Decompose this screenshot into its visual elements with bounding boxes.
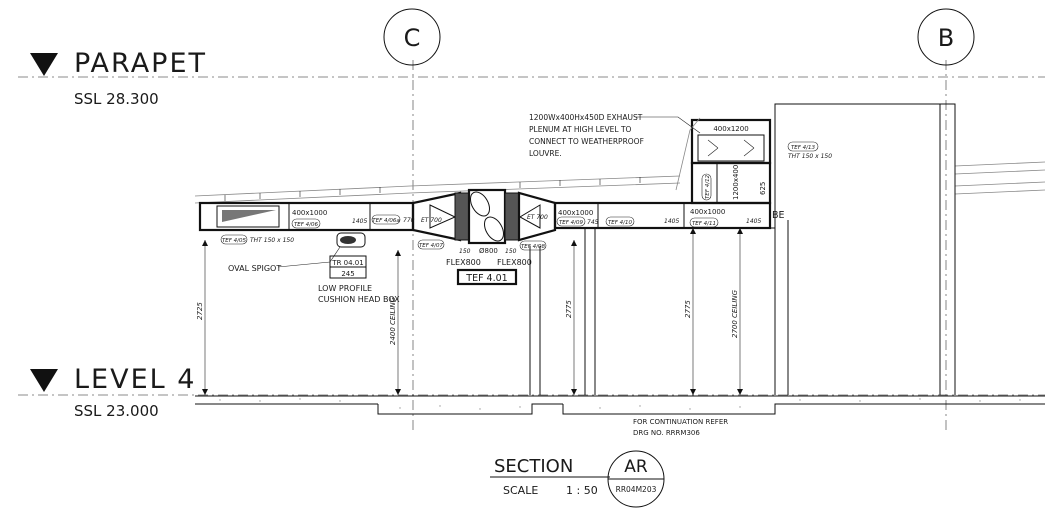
scale-label: SCALE — [503, 484, 538, 497]
tag-tef-406a: TEF 4/06a — [372, 218, 400, 224]
tag-tef-410: TEF 4/10 — [608, 220, 633, 226]
section-ref: AR — [624, 457, 648, 477]
section-title: SECTION — [494, 456, 573, 477]
level4-level-name: LEVEL 4 — [74, 364, 196, 395]
tr-value: 245 — [341, 270, 354, 278]
parapet-ssl: SSL 28.300 — [74, 90, 159, 108]
tag-tef-405: TEF 4/05 — [222, 238, 247, 244]
tag-tef-408: TEF 4/08 — [521, 244, 546, 250]
plenum-size: 400x1200 — [713, 125, 748, 133]
et700-right: ET 700 — [527, 214, 548, 221]
val-1405-a: 1405 — [352, 218, 367, 225]
val-1405-b: 1405 — [664, 218, 679, 225]
duct-size-3: 400x1000 — [690, 208, 725, 216]
tag-tef-412: TEF 4/12 — [705, 174, 711, 199]
tr-tag: TR 04.01 — [331, 259, 363, 267]
exhaust-duct-run — [198, 117, 772, 245]
head-box-note-line-2: CUSHION HEAD BOX — [318, 295, 400, 304]
parapet-level-marker-icon — [30, 53, 58, 76]
tht-right: THT 150 x 150 — [788, 153, 832, 160]
level4-ssl: SSL 23.000 — [74, 402, 159, 420]
flex-right: FLEX800 — [497, 258, 532, 267]
grid-bubble-c — [383, 8, 441, 66]
roof-structure — [194, 161, 1046, 204]
et700-left: ET 700 — [421, 217, 442, 224]
dim-2400-ceiling: 2400 CEILING — [389, 296, 397, 345]
continuation-note-line-2: DRG NO. RRRM306 — [633, 429, 700, 437]
drawing-number: RR04M203 — [616, 485, 657, 494]
head-box-note-line-1: LOW PROFILE — [318, 284, 372, 293]
duct-size-2: 400x1000 — [558, 209, 593, 217]
tag-tef-411: TEF 4/11 — [692, 221, 716, 227]
continuation-note-line-1: FOR CONTINUATION REFER — [633, 418, 728, 426]
dia-800: Ø800 — [479, 247, 498, 255]
plenum-note-line-4: LOUVRE. — [529, 149, 562, 158]
oval-spigot — [336, 232, 366, 248]
building-column — [774, 103, 956, 395]
riser-dim: 625 — [759, 182, 767, 195]
val-150-a: 150 — [459, 248, 471, 255]
scale-value: 1 : 50 — [566, 484, 598, 497]
riser-size: 1200x400 — [732, 165, 740, 200]
fan-tag: TEF 4.01 — [465, 273, 507, 284]
tag-tef-406: TEF 4/06 — [294, 222, 319, 228]
oval-spigot-note: OVAL SPIGOT — [228, 264, 281, 273]
dim-2700-ceiling: 2700 CEILING — [731, 289, 739, 338]
leader-lines — [277, 116, 701, 268]
plenum-note-line-2: PLENUM AT HIGH LEVEL TO — [529, 125, 632, 134]
fan-tag-box — [456, 268, 518, 286]
val-770: 770 — [403, 217, 415, 224]
val-1405-c: 1405 — [746, 218, 761, 225]
level4-level-marker-icon — [30, 369, 58, 392]
dim-2775-a: 2775 — [565, 300, 573, 318]
grid-label-b: B — [938, 24, 954, 52]
tag-tef-413: TEF 4/13 — [791, 145, 816, 151]
duct-size-1: 400x1000 — [292, 209, 327, 217]
grid-label-c: C — [404, 24, 421, 52]
floor-slab — [195, 395, 1045, 415]
plenum-note-line-1: 1200Wx400Hx450D EXHAUST — [529, 113, 643, 122]
plenum-note-line-3: CONNECT TO WEATHERPROOF — [529, 137, 644, 146]
dim-2775-b: 2775 — [684, 300, 692, 318]
flex-left: FLEX800 — [446, 258, 481, 267]
grid-bubble-b — [917, 8, 975, 66]
tag-tef-409: TEF 4/09 — [559, 220, 584, 226]
val-745: 745 — [587, 219, 599, 226]
tag-tef-407: TEF 4/07 — [419, 243, 444, 249]
tag-ovals — [220, 141, 819, 251]
parapet-level-name: PARAPET — [74, 48, 207, 79]
section-title-block: SECTION SCALE 1 : 50 AR RR04M203 — [490, 450, 665, 508]
dim-2725: 2725 — [196, 302, 204, 320]
val-150-b: 150 — [505, 248, 517, 255]
tht-left: THT 150 x 150 — [250, 237, 294, 244]
dimension-lines — [202, 228, 743, 395]
be-label: BE — [772, 210, 785, 221]
